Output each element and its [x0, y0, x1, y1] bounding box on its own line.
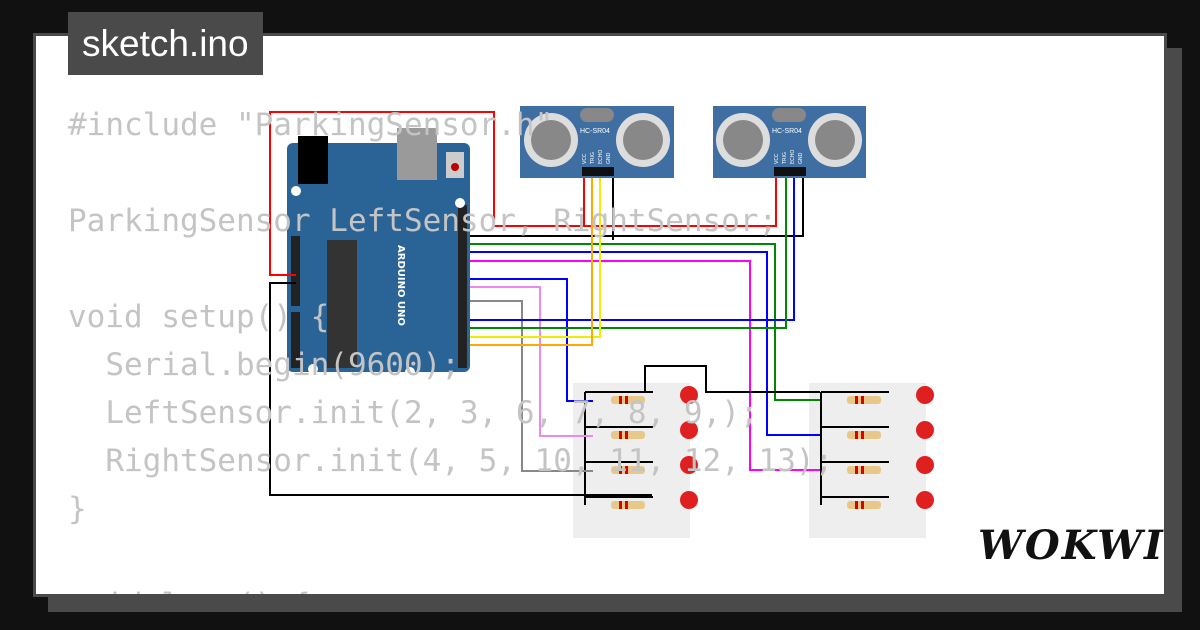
sensor-pin-label-gnd: GND: [798, 152, 804, 164]
sensor-pin-label-trig: TRIG: [590, 152, 596, 165]
resistor-band: [625, 431, 628, 439]
led: [680, 386, 698, 404]
breadboard-right: [809, 383, 926, 538]
led: [916, 456, 934, 474]
resistor-band: [619, 501, 622, 509]
resistor-band: [619, 466, 622, 474]
led: [680, 421, 698, 439]
resistor-band: [625, 466, 628, 474]
sensor-pin-label-vcc: VCC: [582, 153, 588, 164]
resistor-band: [619, 396, 622, 404]
resistor-band: [855, 501, 858, 509]
sensor-pin-label-gnd: GND: [606, 152, 612, 164]
resistor-band: [855, 431, 858, 439]
sensor-label: HC-SR04: [772, 128, 802, 135]
resistor-band: [855, 466, 858, 474]
led: [680, 491, 698, 509]
resistor-band: [619, 431, 622, 439]
resistor-band: [855, 396, 858, 404]
sensor-pin-label-echo: ECHO: [790, 150, 796, 164]
led: [680, 456, 698, 474]
board-label: ARDUINO UNO: [395, 245, 406, 326]
led: [916, 491, 934, 509]
sensor-label: HC-SR04: [580, 128, 610, 135]
leds-and-resistors: [584, 386, 934, 509]
file-tab: sketch.ino: [68, 12, 263, 75]
arduino-uno-board: ARDUINO UNO: [287, 128, 470, 377]
breadboard-left: [573, 383, 690, 538]
led: [916, 421, 934, 439]
ultrasonic-sensor-left: HC-SR04 VCC TRIG ECHO GND: [520, 106, 674, 178]
ultrasonic-sensor-right: HC-SR04 VCC TRIG ECHO GND: [713, 106, 866, 178]
resistor-band: [861, 466, 864, 474]
sensor-pin-label-echo: ECHO: [598, 150, 604, 164]
sensor-pin-label-vcc: VCC: [774, 153, 780, 164]
resistor-band: [625, 396, 628, 404]
resistor-band: [625, 501, 628, 509]
led: [916, 386, 934, 404]
wires: [269, 111, 820, 496]
wokwi-logo: WOKWI: [978, 522, 1165, 569]
sensor-pin-label-trig: TRIG: [782, 152, 788, 165]
resistor-band: [861, 396, 864, 404]
resistor-band: [861, 501, 864, 509]
resistor-band: [861, 431, 864, 439]
